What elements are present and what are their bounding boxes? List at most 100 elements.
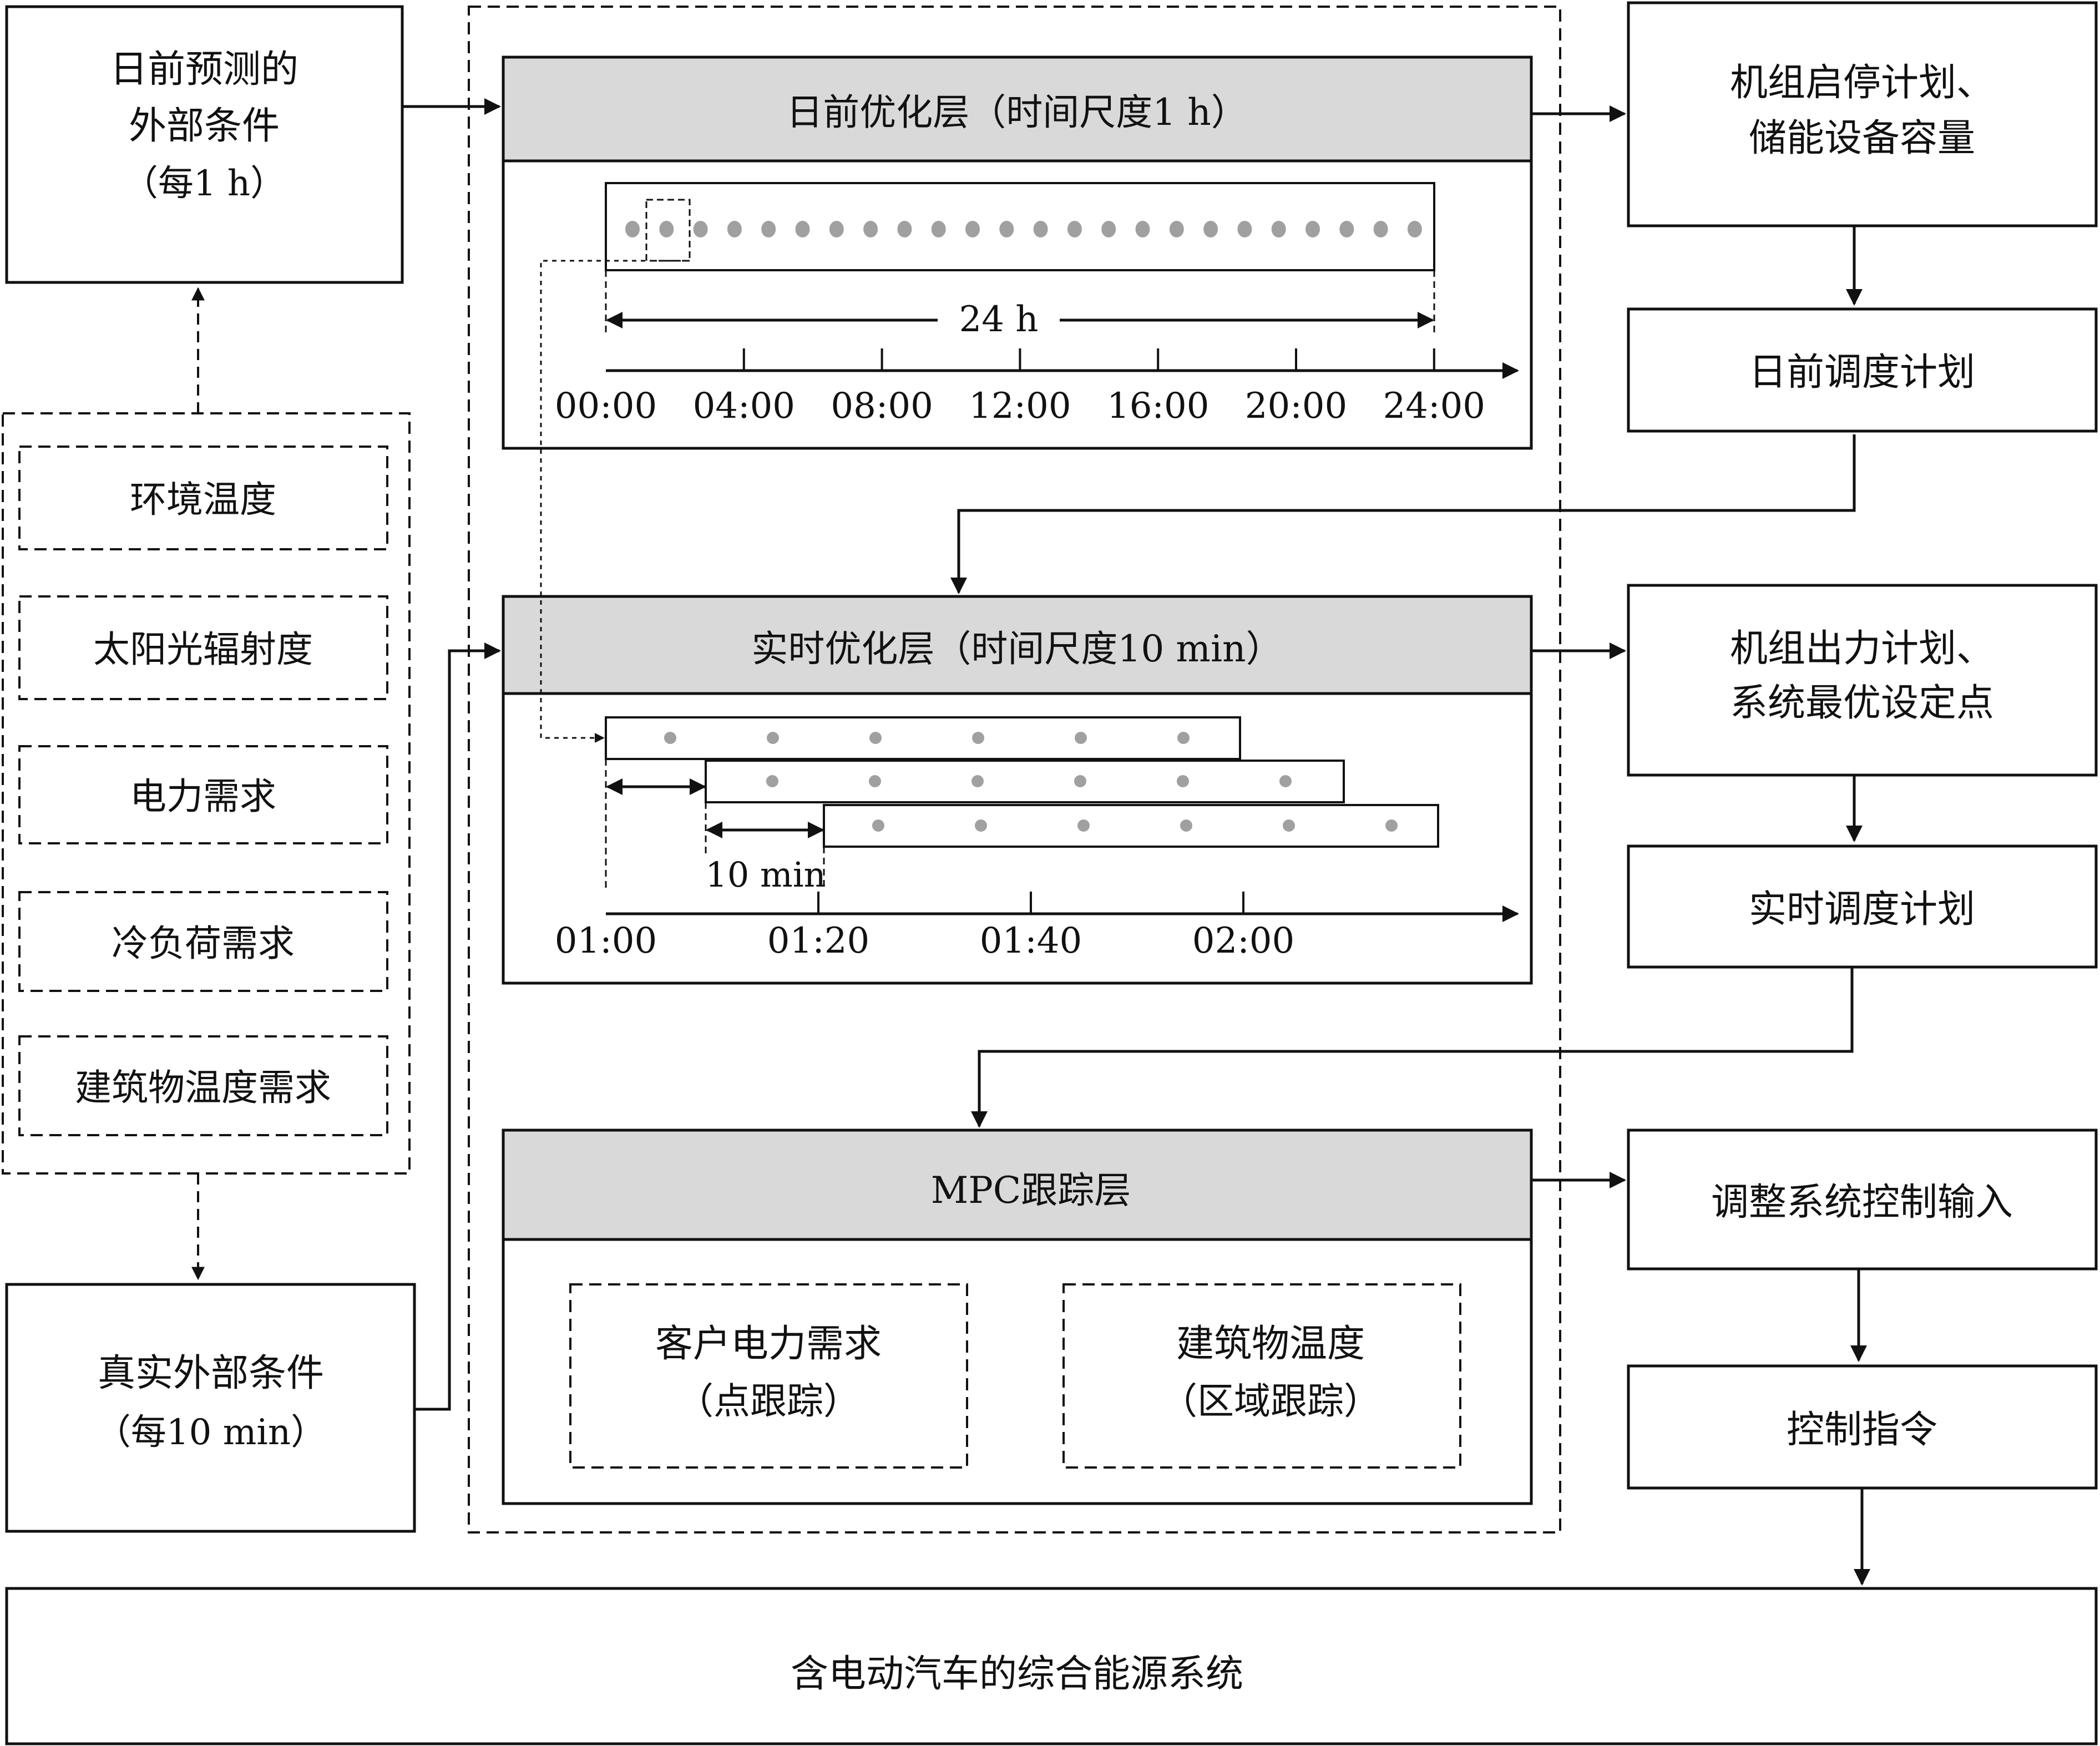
rolling-window-dots xyxy=(664,732,1398,832)
hour-dot xyxy=(1237,221,1252,237)
mpc-item2-line2: （区域跟踪） xyxy=(1161,1380,1380,1423)
tick-label: 08:00 xyxy=(831,386,933,427)
mpc-header xyxy=(502,1128,1533,1241)
rolling-window-2 xyxy=(705,760,1345,803)
mpc-item2-line1: 建筑物温度 xyxy=(1176,1322,1365,1366)
output-plan-line2: 系统最优设定点 xyxy=(1730,681,1994,725)
step-dot xyxy=(1075,732,1087,744)
hour-dot xyxy=(761,221,776,237)
adjust-label: 调整系统控制输入 xyxy=(1711,1181,2013,1224)
step-dot xyxy=(1279,775,1292,787)
day-schedule-label: 日前调度计划 xyxy=(1749,351,1975,394)
hour-dot xyxy=(897,221,912,237)
hour-dot xyxy=(999,221,1014,237)
hour-dot xyxy=(1339,221,1354,237)
mpc-power-demand-tracking: 客户电力需求 （点跟踪） xyxy=(569,1283,968,1469)
hour-dot xyxy=(1169,221,1184,237)
hour-to-realtime-link xyxy=(540,260,690,743)
hour-dot xyxy=(829,221,844,237)
optimization-container xyxy=(468,6,1561,1534)
factor-cooling-load: 冷负荷需求 xyxy=(18,891,388,992)
step-dot xyxy=(869,775,881,787)
mpc-title: MPC跟踪层 xyxy=(931,1169,1131,1212)
hour-dot xyxy=(931,221,946,237)
real-time-schedule-box: 实时调度计划 xyxy=(1627,844,2098,969)
tick-label: 01:00 xyxy=(555,920,657,961)
rolling-window-1 xyxy=(605,716,1241,760)
tick-label: 02:00 xyxy=(1192,920,1294,961)
mpc-tracking-layer: MPC跟踪层 客户电力需求 （点跟踪） 建筑物温度 （区域跟踪） xyxy=(502,1128,1533,1505)
hour-dot xyxy=(965,221,980,237)
real-time-title: 实时优化层（时间尺度10 min） xyxy=(751,627,1282,670)
step-dot xyxy=(766,775,778,787)
step-label: 10 min xyxy=(705,854,826,895)
adjust-control-input-box: 调整系统控制输入 xyxy=(1627,1128,2098,1271)
step-dot xyxy=(1177,732,1190,744)
tick-label: 01:40 xyxy=(980,920,1082,961)
hour-dot xyxy=(1067,221,1082,237)
hour-dot xyxy=(727,221,742,237)
step-dot xyxy=(872,819,884,832)
rtschedule-to-mpc-arrow xyxy=(971,968,1854,1128)
mpc-building-temperature-tracking: 建筑物温度 （区域跟踪） xyxy=(1062,1283,1461,1469)
forecast-line1: 日前预测的 xyxy=(110,48,298,92)
step-dot xyxy=(975,819,987,832)
tick-label: 01:20 xyxy=(767,920,869,961)
rolling-window-3 xyxy=(823,804,1439,848)
tick-label: 12:00 xyxy=(969,386,1071,427)
hour-dot xyxy=(693,221,708,237)
step-dot xyxy=(664,732,676,744)
hour-dot xyxy=(1373,221,1388,237)
step-dot xyxy=(1180,819,1192,832)
step-dot xyxy=(1283,819,1295,832)
hour-dot xyxy=(625,221,640,237)
forecast-line3: （每1 h） xyxy=(123,163,286,204)
unit-plan-line2: 储能设备容量 xyxy=(1749,117,1975,160)
hour-dot xyxy=(1305,221,1320,237)
hour-dot xyxy=(1135,221,1150,237)
real-conditions-box: 真实外部条件 （每10 min） xyxy=(5,1283,416,1533)
factor-solar-irradiance: 太阳光辐射度 xyxy=(18,595,388,700)
span-label: 24 h xyxy=(959,299,1039,340)
real-line1: 真实外部条件 xyxy=(98,1352,324,1395)
real-time-header xyxy=(502,595,1533,695)
day-ahead-schedule-box: 日前调度计划 xyxy=(1627,307,2098,433)
factor-label: 冷负荷需求 xyxy=(112,922,295,965)
step-dot xyxy=(767,732,779,744)
hour-dot xyxy=(1271,221,1286,237)
step-dot xyxy=(869,732,882,744)
factor-power-demand: 电力需求 xyxy=(18,745,388,844)
step-dot xyxy=(971,775,984,787)
real-time-ticks: 01:00 01:20 01:40 02:00 xyxy=(555,892,1294,961)
real-time-layer: 实时优化层（时间尺度10 min） 10 min 01:00 01:20 01:40… xyxy=(502,260,1533,985)
hour-dot xyxy=(1033,221,1048,237)
mpc-item1-line1: 客户电力需求 xyxy=(655,1322,882,1366)
step-dot xyxy=(1077,819,1090,832)
step-dot xyxy=(972,732,984,744)
day-ahead-header xyxy=(502,55,1533,163)
tick-label: 04:00 xyxy=(693,386,795,427)
external-factors-group: 环境温度 太阳光辐射度 电力需求 冷负荷需求 建筑物温度需求 xyxy=(2,412,411,1175)
factor-label: 太阳光辐射度 xyxy=(93,628,313,671)
unit-commitment-plan-box: 机组启停计划、 储能设备容量 xyxy=(1627,1,2098,227)
system-label: 含电动汽车的综合能源系统 xyxy=(791,1652,1243,1696)
hour-dot xyxy=(659,221,674,237)
factor-building-temperature: 建筑物温度需求 xyxy=(18,1035,388,1136)
rt-schedule-label: 实时调度计划 xyxy=(1749,888,1975,932)
output-plan-line1: 机组出力计划、 xyxy=(1730,627,1994,671)
hour-dot xyxy=(1407,221,1422,237)
mpc-item1-line2: （点跟踪） xyxy=(677,1380,860,1423)
step-dot xyxy=(1385,819,1398,832)
factor-label: 环境温度 xyxy=(130,478,276,521)
unit-plan-line1: 机组启停计划、 xyxy=(1730,61,1994,105)
tick-label: 24:00 xyxy=(1383,386,1485,427)
command-label: 控制指令 xyxy=(1787,1408,1937,1452)
factors-container xyxy=(2,412,411,1175)
forecast-conditions-box: 日前预测的 外部条件 （每1 h） xyxy=(5,5,404,284)
tick-label: 20:00 xyxy=(1245,386,1347,427)
hour-dot xyxy=(1101,221,1116,237)
real-line2: （每10 min） xyxy=(95,1412,326,1453)
